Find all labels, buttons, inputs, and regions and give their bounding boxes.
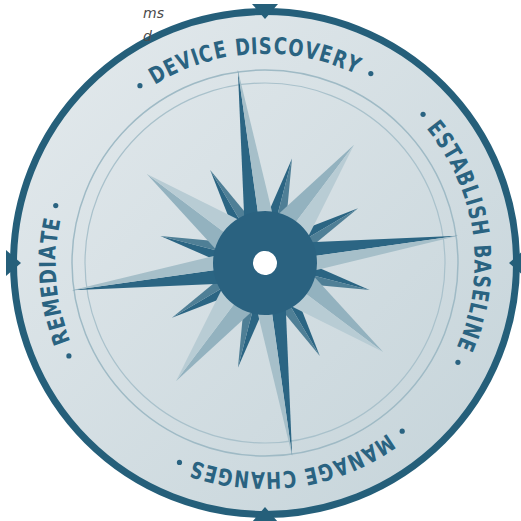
- caption-fragment: ms: [143, 6, 164, 20]
- ring-letter: S: [463, 204, 488, 222]
- ring-bullet: [66, 353, 71, 358]
- ring-letter: E: [303, 462, 320, 487]
- ring-letter: C: [282, 466, 298, 490]
- ring-letter: T: [438, 141, 464, 163]
- ring-bullet: [455, 360, 460, 365]
- ring-letter: N: [344, 447, 367, 474]
- ring-letter: A: [445, 153, 472, 176]
- ring-letter: E: [211, 38, 228, 63]
- ring-letter: [296, 465, 306, 489]
- caption-fragment: d: [143, 29, 152, 43]
- ring-bullet: [53, 203, 58, 208]
- ring-letter: S: [469, 274, 493, 289]
- ring-bullet: [137, 83, 142, 88]
- ring-letter: A: [330, 453, 351, 479]
- ring-letter: H: [266, 468, 282, 492]
- ring-letter: H: [467, 219, 492, 238]
- ring-letter: D: [145, 61, 169, 88]
- ring-letter: S: [259, 34, 272, 57]
- ring-letter: E: [202, 461, 220, 486]
- ring-letter: G: [315, 458, 336, 484]
- compass-face: [13, 11, 517, 515]
- compass-rim: [14, 12, 517, 515]
- ring-letter: I: [461, 195, 485, 208]
- ring-letter: A: [358, 440, 381, 467]
- ring-letter: R: [48, 327, 74, 348]
- ring-bullet: [368, 71, 373, 76]
- ring-letter: E: [467, 288, 492, 304]
- ring-letter: I: [463, 313, 487, 325]
- ring-letter: S: [188, 456, 207, 482]
- ring-bullet: [400, 429, 405, 434]
- ring-letter: I: [188, 46, 202, 70]
- ring-letter: B: [470, 244, 494, 259]
- inner-ring: [72, 70, 458, 456]
- ring-letter: Y: [343, 52, 364, 78]
- ring-bullets: [53, 71, 460, 465]
- ring-letter: C: [196, 41, 215, 67]
- ring-letter: V: [302, 38, 321, 63]
- ring-letter: I: [250, 35, 258, 58]
- ring-bullet: [177, 460, 182, 465]
- ring-letter: E: [453, 335, 479, 355]
- ring-letter: L: [457, 183, 482, 201]
- ring-letter: A: [36, 245, 60, 260]
- ring-letter: B: [452, 168, 479, 190]
- ring-letter: E: [39, 216, 64, 232]
- ring-letter: D: [234, 35, 251, 59]
- ring-letter: [225, 37, 235, 61]
- ring-letter: L: [465, 301, 490, 317]
- ring-letter: D: [36, 268, 60, 284]
- ring-letter: E: [317, 42, 335, 68]
- ring-letter: N: [458, 320, 485, 341]
- ring-letter: E: [423, 117, 449, 141]
- ring-letter: R: [329, 46, 350, 72]
- ring-letter: M: [40, 297, 66, 319]
- ring-letter: V: [173, 48, 194, 75]
- ring-letter: A: [470, 260, 493, 274]
- ring-bullet: [420, 112, 425, 117]
- ring-letter: G: [217, 464, 236, 489]
- inner-ring: [85, 83, 445, 443]
- ring-letter: N: [233, 467, 250, 491]
- ring-letter: I: [36, 261, 59, 268]
- ring-letter: O: [287, 36, 305, 61]
- ring-letter: A: [251, 468, 266, 491]
- ring-letter: M: [371, 430, 399, 459]
- ring-letter: E: [44, 315, 70, 333]
- compass-star: [45, 43, 485, 483]
- ring-letter: T: [37, 230, 61, 245]
- ring-letter: C: [273, 35, 288, 59]
- rim-notches: [6, 4, 521, 521]
- ring-letter: E: [160, 55, 181, 81]
- ring-letter: [469, 236, 493, 245]
- ring-letter: S: [431, 128, 457, 152]
- ring-letter: E: [38, 284, 62, 299]
